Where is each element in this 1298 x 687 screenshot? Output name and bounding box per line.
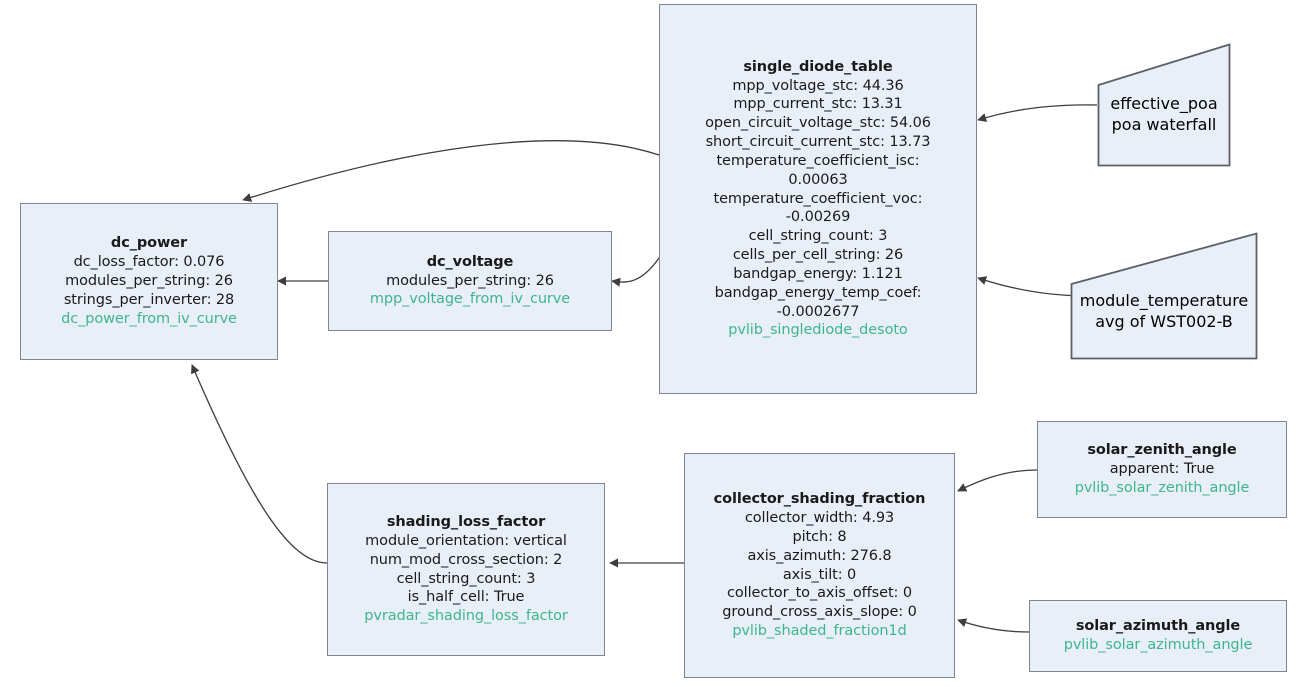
node-function: mpp_voltage_from_iv_curve <box>369 291 571 308</box>
node-function: avg of WST002-B <box>1095 312 1233 332</box>
node-param: collector_to_axis_offset: 0 <box>727 585 912 602</box>
node-param: collector_width: 4.93 <box>744 509 895 526</box>
node-param: axis_azimuth: 276.8 <box>747 547 892 564</box>
edge-single-diode-table-to-dc-power <box>242 140 660 202</box>
node-param: short_circuit_current_stc: 13.73 <box>705 134 931 151</box>
node-param: open_circuit_voltage_stc: 54.06 <box>705 115 931 132</box>
node-param: cell_string_count: 3 <box>748 228 888 245</box>
node-param: modules_per_string: 26 <box>386 272 554 289</box>
node-title: dc_voltage <box>426 253 514 270</box>
node-param: strings_per_inverter: 28 <box>63 291 235 308</box>
trapezoid-shape <box>1070 232 1258 360</box>
node-function: pvradar_shading_loss_factor <box>364 608 568 625</box>
node-title: solar_azimuth_angle <box>1075 618 1241 635</box>
node-param: dc_loss_factor: 0.076 <box>73 254 225 271</box>
node-solar-zenith-angle[interactable]: solar_zenith_angle apparent: True pvlib_… <box>1037 421 1287 518</box>
node-param: temperature_coefficient_isc: <box>716 152 920 169</box>
node-param: mpp_current_stc: 13.31 <box>733 96 903 113</box>
node-param: temperature_coefficient_voc: <box>713 190 923 207</box>
edge-shading-loss-factor-to-dc-power <box>191 364 328 564</box>
node-param: -0.00269 <box>785 209 851 226</box>
node-function: pvlib_singlediode_desoto <box>728 322 908 339</box>
node-param: axis_tilt: 0 <box>782 566 857 583</box>
node-param: pitch: 8 <box>792 528 847 545</box>
node-single-diode-table[interactable]: single_diode_table mpp_voltage_stc: 44.3… <box>659 4 977 394</box>
node-param: modules_per_string: 26 <box>65 273 233 290</box>
node-param: cells_per_cell_string: 26 <box>732 247 904 264</box>
node-function: poa waterfall <box>1111 115 1217 135</box>
node-param: num_mod_cross_section: 2 <box>369 551 563 568</box>
node-function: pvlib_shaded_fraction1d <box>732 623 907 640</box>
node-title: module_temperature <box>1079 291 1249 310</box>
node-effective-poa[interactable]: effective_poa poa waterfall <box>1097 43 1231 167</box>
node-title: single_diode_table <box>743 58 893 75</box>
node-param: is_half_cell: True <box>407 589 525 606</box>
node-solar-azimuth-angle[interactable]: solar_azimuth_angle pvlib_solar_azimuth_… <box>1029 600 1287 672</box>
node-module-temperature[interactable]: module_temperature avg of WST002-B <box>1070 232 1258 360</box>
trapezoid-shape <box>1097 43 1231 167</box>
node-dc-voltage[interactable]: dc_voltage modules_per_string: 26 mpp_vo… <box>328 231 612 331</box>
node-collector-shading-fraction[interactable]: collector_shading_fraction collector_wid… <box>684 453 955 678</box>
node-shading-loss-factor[interactable]: shading_loss_factor module_orientation: … <box>327 483 605 656</box>
node-title: dc_power <box>110 235 188 252</box>
node-title: collector_shading_fraction <box>713 491 926 508</box>
node-param: ground_cross_axis_slope: 0 <box>722 604 917 621</box>
node-param: bandgap_energy_temp_coef: <box>714 284 922 301</box>
node-title: effective_poa <box>1110 94 1218 113</box>
node-title: shading_loss_factor <box>386 513 546 530</box>
edge-single-diode-table-to-dc-voltage <box>611 257 660 287</box>
node-dc-power[interactable]: dc_power dc_loss_factor: 0.076 modules_p… <box>20 203 278 360</box>
edge-effective-poa-to-single-diode-table <box>977 104 1098 122</box>
node-title: solar_zenith_angle <box>1087 442 1237 459</box>
node-param: apparent: True <box>1109 461 1215 478</box>
node-function: dc_power_from_iv_curve <box>61 310 237 327</box>
edge-solar-zenith-angle-to-collector-shading-fraction <box>957 469 1038 492</box>
node-param: module_orientation: vertical <box>365 532 567 549</box>
edge-solar-azimuth-angle-to-collector-shading-fraction <box>957 618 1030 633</box>
node-function: pvlib_solar_zenith_angle <box>1074 479 1250 496</box>
node-param: cell_string_count: 3 <box>396 570 536 587</box>
node-param: 0.00063 <box>788 171 848 188</box>
node-param: mpp_voltage_stc: 44.36 <box>732 77 904 94</box>
node-param: -0.0002677 <box>776 303 860 320</box>
node-function: pvlib_solar_azimuth_angle <box>1063 637 1253 653</box>
node-param: bandgap_energy: 1.121 <box>733 265 903 282</box>
